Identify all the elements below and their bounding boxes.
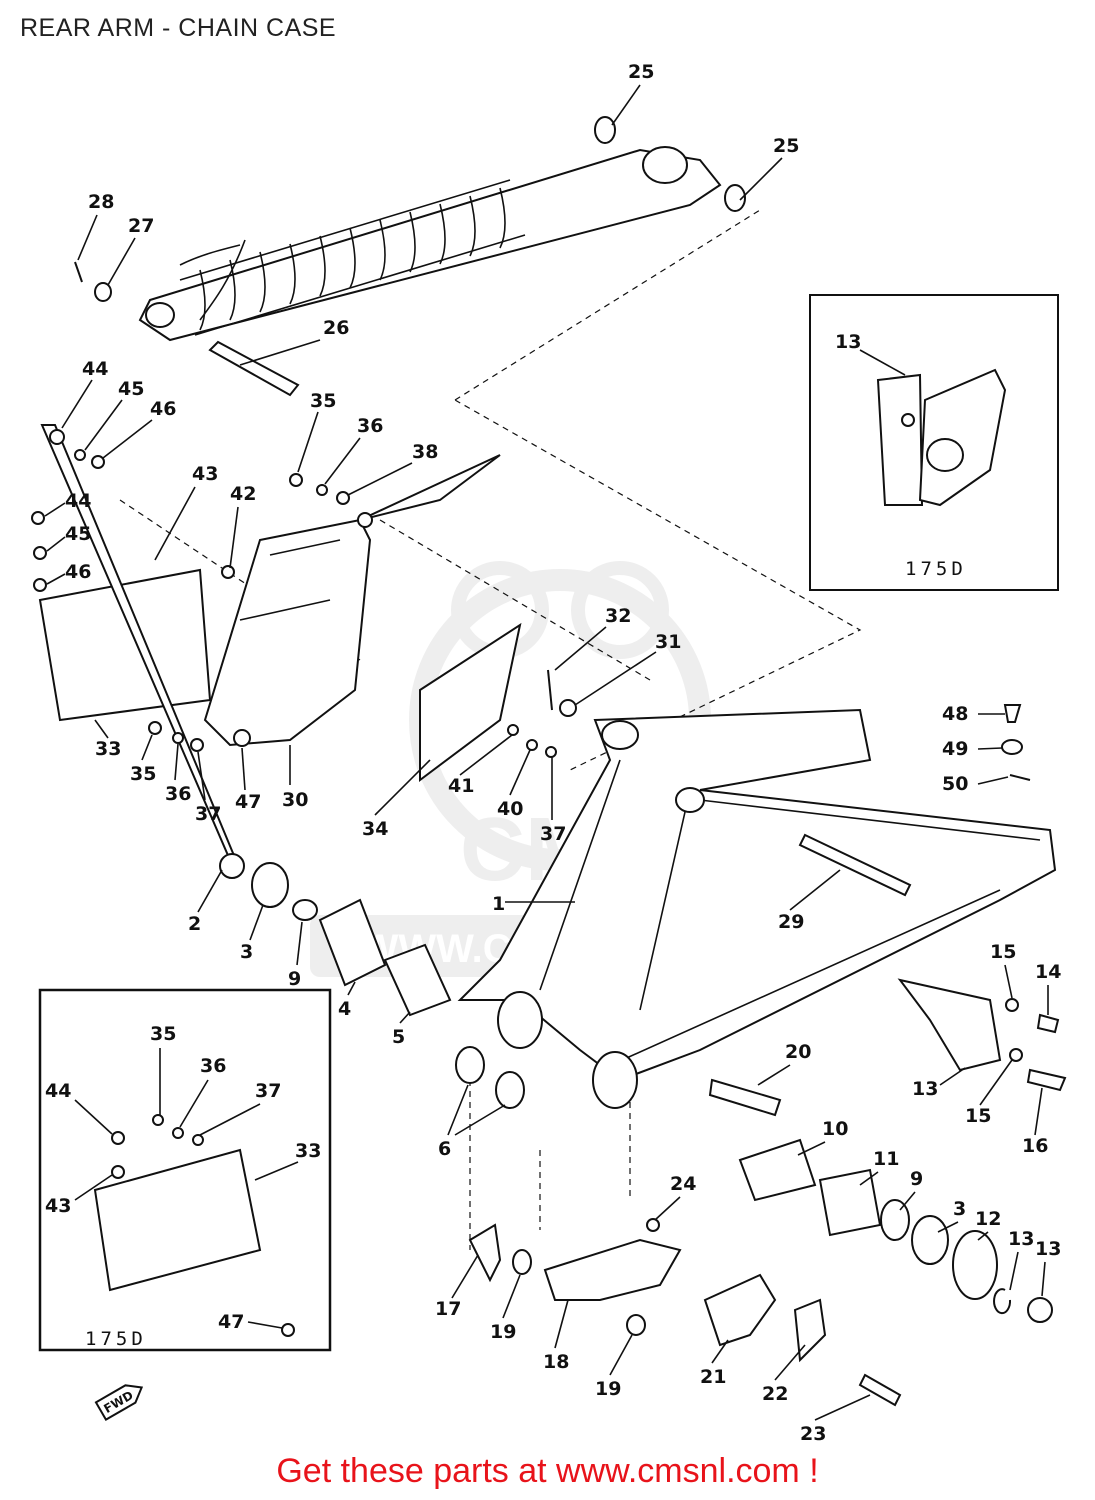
- callout-17: 17: [435, 1298, 461, 1320]
- inset-label-175d-top: 175D: [905, 558, 967, 580]
- callout-35: 35: [150, 1023, 176, 1045]
- callout-49: 49: [942, 738, 968, 760]
- callout-3: 3: [953, 1198, 966, 1220]
- rear-arm: [457, 708, 1057, 1109]
- callout-48: 48: [942, 703, 968, 725]
- callout-35: 35: [310, 390, 336, 412]
- callout-37: 37: [195, 803, 221, 825]
- callout-31: 32: [605, 605, 631, 627]
- callout-38: 38: [412, 441, 438, 463]
- callout-29: 29: [778, 911, 804, 933]
- callout-36: 36: [357, 415, 383, 437]
- callout-20: 20: [785, 1041, 811, 1063]
- callout-10: 12: [975, 1208, 1001, 1230]
- callout-43: 43: [45, 1195, 71, 1217]
- callout-21: 21: [700, 1366, 726, 1388]
- callout-16: 16: [1022, 1135, 1048, 1157]
- callout-44: 44: [82, 358, 108, 380]
- fwd-direction-badge: FWD: [94, 1384, 144, 1422]
- callout-47: 47: [235, 791, 261, 813]
- callout-40: 40: [497, 798, 523, 820]
- callout-34: 34: [362, 818, 388, 840]
- callout-44: 44: [65, 490, 91, 512]
- callout-36: 36: [200, 1055, 226, 1077]
- callout-9: 9: [288, 968, 301, 990]
- callout-45: 45: [65, 523, 91, 545]
- callout-14: 14: [1035, 961, 1061, 983]
- callout-28: 28: [88, 191, 114, 213]
- page-title: REAR ARM - CHAIN CASE: [20, 14, 337, 42]
- callout-36: 36: [165, 783, 191, 805]
- callout-32: 30: [282, 789, 308, 811]
- callout-46: 46: [150, 398, 176, 420]
- callout-25: 25: [773, 135, 799, 157]
- callout-23: 23: [800, 1423, 826, 1445]
- callout-labels: 25 25 28 27 26 44 45 46 35 36 38 43 42 4…: [44, 61, 1061, 1445]
- callout-12: 13: [1035, 1238, 1061, 1260]
- callout-46: 46: [65, 561, 91, 583]
- callout-35: 35: [130, 763, 156, 785]
- callout-11: 13: [1008, 1228, 1034, 1250]
- chain-case: [38, 454, 522, 782]
- chain-adjuster-parts: [468, 1218, 902, 1407]
- callout-47: 47: [218, 1311, 244, 1333]
- rear-shock-absorber: [74, 116, 746, 397]
- callout-43: 43: [192, 463, 218, 485]
- callout-41: 41: [448, 775, 474, 797]
- small-hardware: [31, 429, 1067, 1092]
- callout-15: 15: [990, 941, 1016, 963]
- callout-5: 5: [392, 1026, 405, 1048]
- callout-2: 2: [188, 913, 201, 935]
- pivot-parts: [40, 424, 1053, 1323]
- callout-6: 6: [438, 1138, 451, 1160]
- callout-30: 31: [655, 631, 681, 653]
- callout-50: 50: [942, 773, 968, 795]
- callout-42: 42: [230, 483, 256, 505]
- callout-19: 19: [595, 1378, 621, 1400]
- callout-24: 24: [670, 1173, 696, 1195]
- inset-175d-chain-case: 175D: [38, 988, 332, 1352]
- callout-4: 4: [338, 998, 351, 1020]
- callout-1: 1: [492, 893, 505, 915]
- callout-15: 15: [965, 1105, 991, 1127]
- callout-13: 13: [835, 331, 861, 353]
- callout-8: 11: [873, 1148, 899, 1170]
- callout-39: 37: [540, 823, 566, 845]
- callout-27: 27: [128, 215, 154, 237]
- callout-19: 19: [490, 1321, 516, 1343]
- callout-33: 33: [295, 1140, 321, 1162]
- callout-26: 26: [323, 317, 349, 339]
- callout-44: 44: [45, 1080, 71, 1102]
- callout-33: 33: [95, 738, 121, 760]
- shock-spring: [179, 179, 526, 336]
- callout-37: 37: [255, 1080, 281, 1102]
- callout-25: 25: [628, 61, 654, 83]
- callout-7: 10: [822, 1118, 848, 1140]
- footer-link[interactable]: Get these parts at www.cmsnl.com !: [276, 1452, 819, 1490]
- inset-175d-bracket: 175D 13: [809, 294, 1059, 591]
- dashed-leaders: [119, 209, 862, 1250]
- callout-22: 22: [762, 1383, 788, 1405]
- callout-13: 13: [912, 1078, 938, 1100]
- inset-label-175d-bottom: 175D: [85, 1328, 147, 1350]
- callout-45: 45: [118, 378, 144, 400]
- callout-18: 18: [543, 1351, 569, 1373]
- callout-9: 9: [910, 1168, 923, 1190]
- callout-3: 3: [240, 941, 253, 963]
